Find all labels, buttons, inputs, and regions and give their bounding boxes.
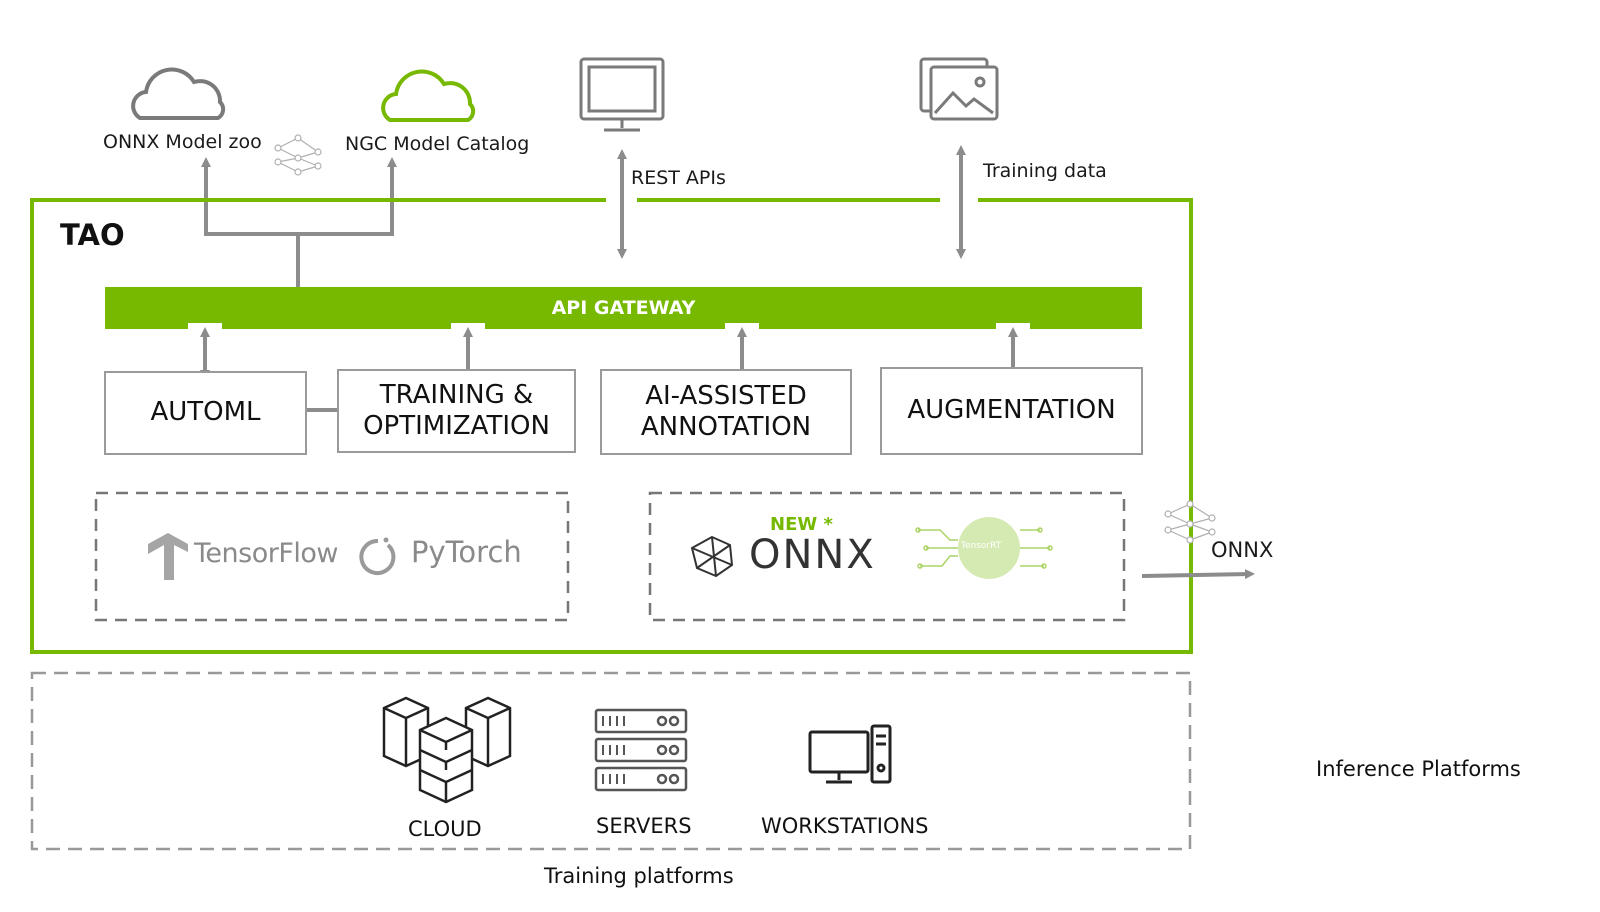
neural-network-icon	[274, 134, 322, 176]
pytorch-label: PyTorch	[411, 535, 522, 569]
server-rack-icon	[594, 708, 688, 792]
training-optimization-box: TRAINING & OPTIMIZATION	[337, 369, 576, 453]
monitor-icon	[579, 57, 665, 132]
gpu-label: GPU	[1440, 308, 1495, 338]
mcu-label: MCU	[1443, 541, 1503, 571]
onnx-logo-label: ONNX	[749, 532, 876, 578]
tensorrt-label: TensorRT	[961, 541, 1002, 551]
servers-label: SERVERS	[596, 814, 692, 838]
ngc-cloud-icon	[381, 69, 476, 122]
dla-icon	[1342, 618, 1410, 684]
export-box	[648, 491, 1126, 622]
augmentation-box: AUGMENTATION	[880, 367, 1143, 455]
new-badge: NEW *	[770, 514, 833, 535]
tao-title: TAO	[60, 218, 125, 252]
api-gateway-bar	[105, 287, 1142, 329]
neural-network-icon	[1164, 500, 1216, 544]
augmentation-label: AUGMENTATION	[907, 395, 1116, 426]
cpu-label: CPU	[1439, 423, 1492, 453]
rest-apis-label: REST APIs	[631, 167, 726, 189]
tensorrt-logo	[915, 517, 1053, 579]
training-platforms-title: Training platforms	[544, 864, 734, 888]
training-data-label: Training data	[983, 160, 1107, 182]
onnx-model-zoo-label: ONNX Model zoo	[103, 131, 262, 153]
inference-platforms-title: Inference Platforms	[1316, 757, 1521, 781]
automl-label: AUTOML	[150, 397, 261, 428]
workstation-icon	[808, 724, 892, 784]
tao-frame	[30, 198, 1193, 654]
gpu-icon	[1340, 292, 1404, 354]
cloud-icon	[131, 67, 226, 120]
image-icon	[919, 57, 999, 121]
training-platforms-box	[30, 671, 1192, 851]
onnx-output-label: ONNX	[1211, 538, 1274, 562]
cloud-label: CLOUD	[408, 817, 482, 841]
cloud-servers-icon	[382, 696, 512, 804]
tensorflow-logo	[148, 533, 188, 580]
model-source-arrows	[201, 157, 397, 307]
workstations-label: WORKSTATIONS	[761, 814, 929, 838]
tensorflow-label: TensorFlow	[194, 538, 338, 569]
dla-label: DLA	[1445, 637, 1498, 667]
training-optimization-label: TRAINING & OPTIMIZATION	[363, 379, 550, 441]
api-gateway-label: API GATEWAY	[551, 297, 696, 319]
mcu-icon	[1336, 529, 1410, 581]
onnx-logo	[690, 535, 734, 578]
pytorch-logo	[359, 537, 396, 575]
ai-assisted-annotation-box: AI-ASSISTED ANNOTATION	[600, 369, 852, 455]
ngc-model-catalog-label: NGC Model Catalog	[345, 133, 530, 155]
cpu-icon	[1339, 400, 1411, 471]
ai-assisted-annotation-label: AI-ASSISTED ANNOTATION	[640, 380, 812, 442]
automl-box: AUTOML	[104, 371, 307, 455]
onnx-output-arrow	[1141, 569, 1255, 580]
